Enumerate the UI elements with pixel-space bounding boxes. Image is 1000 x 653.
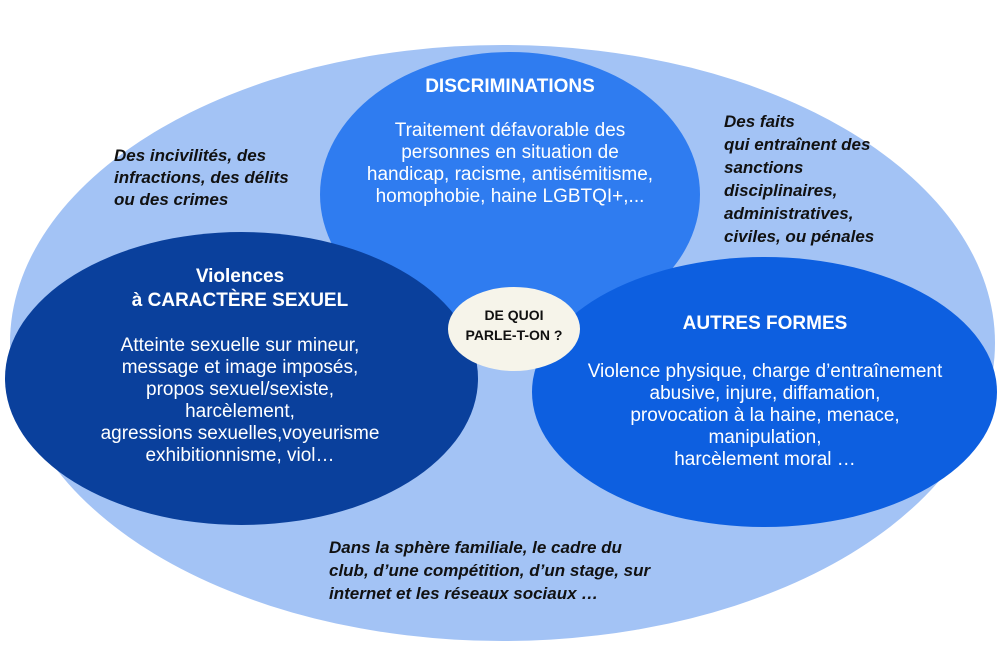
note-top-left: Des incivilités, des infractions, des dé… <box>114 145 289 211</box>
violences-line: agressions sexuelles,voyeurisme <box>100 423 380 444</box>
discriminations-line: personnes en situation de <box>401 142 619 163</box>
center-line-2: PARLE-T-ON ? <box>465 327 563 343</box>
violences-title-2: à CARACTÈRE SEXUEL <box>131 290 349 311</box>
note-line: sanctions <box>724 158 804 177</box>
autres-block: AUTRES FORMES Violence physique, charge … <box>540 313 990 471</box>
violences-title-1: Violences <box>195 266 285 287</box>
violences-line: Atteinte sexuelle sur mineur, <box>120 335 360 356</box>
violences-line: propos sexuel/sexiste, <box>146 379 334 400</box>
note-line: disciplinaires, <box>724 181 838 200</box>
center-label: DE QUOI PARLE-T-ON ? <box>448 305 580 345</box>
discriminations-line: Traitement défavorable des <box>394 120 626 141</box>
autres-line: abusive, injure, diffamation, <box>649 383 881 404</box>
note-line: administratives, <box>724 204 854 223</box>
note-line: infractions, des délits <box>114 168 289 187</box>
autres-ellipse <box>532 257 997 527</box>
autres-line: harcèlement moral … <box>674 449 856 470</box>
violences-block: Violences à CARACTÈRE SEXUEL Atteinte se… <box>20 265 460 467</box>
center-line-1: DE QUOI <box>484 307 544 323</box>
violences-line: harcèlement, <box>185 401 295 422</box>
discriminations-line: homophobie, haine LGBTQI+,... <box>375 186 645 207</box>
note-top-right: Des faits qui entraînent des sanctions d… <box>724 110 874 248</box>
discriminations-title: DISCRIMINATIONS <box>425 76 595 97</box>
note-line: club, d’une compétition, d’un stage, sur <box>329 561 651 580</box>
note-line: qui entraînent des <box>724 135 871 154</box>
violences-line: message et image imposés, <box>121 357 359 378</box>
violences-ellipse <box>5 232 478 525</box>
note-bottom: Dans la sphère familiale, le cadre du cl… <box>329 536 650 605</box>
autres-line: manipulation, <box>708 427 822 448</box>
note-line: ou des crimes <box>114 190 229 209</box>
autres-line: provocation à la haine, menace, <box>630 405 900 426</box>
note-line: internet et les réseaux sociaux … <box>329 584 599 603</box>
autres-title: AUTRES FORMES <box>682 313 848 334</box>
note-line: Des faits <box>724 112 795 131</box>
discriminations-line: handicap, racisme, antisémitisme, <box>366 164 654 185</box>
note-line: Dans la sphère familiale, le cadre du <box>329 538 622 557</box>
center-circle <box>448 287 580 371</box>
note-line: civiles, ou pénales <box>724 227 875 246</box>
note-line: Des incivilités, des <box>114 146 267 165</box>
violences-line: exhibitionnisme, viol… <box>145 445 335 466</box>
autres-line: Violence physique, charge d’entraînement <box>587 361 943 382</box>
discriminations-block: DISCRIMINATIONS Traitement défavorable d… <box>320 76 700 208</box>
